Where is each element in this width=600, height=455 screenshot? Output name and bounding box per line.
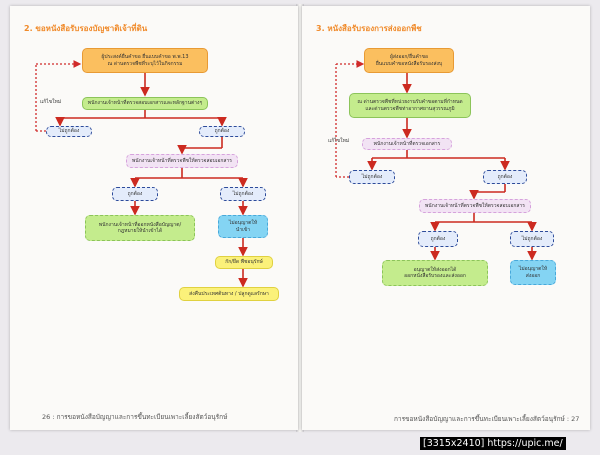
right-incorrect-2-box: ไม่ถูกต้อง [510,231,554,247]
right-reject-line-2: ส่งออก [525,272,541,279]
book-gutter [296,4,304,432]
left-reject-line-2: นำเข้า [235,226,251,233]
right-start-line-2: ยื่นแบบคำขอหนังสือรับรองส่งบุ [375,60,443,67]
right-correct-1-box: ถูกต้อง [483,170,527,184]
right-loop-label: แก้ไขใหม่ [328,138,350,144]
left-seize-box: กัก/ยึด พืชอนุรักษ์ [215,256,273,269]
left-start-box: ผู้ประสงค์ยื่นคำขอ ยื่นแบบคำขอ พ.พ.13 ณ … [82,48,208,73]
left-page: 2. ขอหนังสือรับรองบัญชาติเจ้าที่ดิน [10,6,298,430]
right-section-title: 3. หนังสือรับรองการส่งออกพืช [316,24,422,33]
right-flow-arrows [335,60,537,261]
right-page: 3. หนังสือรับรองการส่งออกพืช [302,6,590,430]
left-correct-1-box: ถูกต้อง [199,126,245,137]
right-issue-line-1: อนุญาตให้ส่งออกได้ [413,266,457,273]
right-correct-2-box: ถูกต้อง [418,231,458,247]
right-submit-line-2: และด่านตรวจพืชท่าอากาศยานสุวรรณภูมิ [365,105,455,112]
left-issue-permit-box: พนักงานเจ้าหน้าที่ออกหนังสือบัญญาต/ กฎหม… [85,215,195,241]
left-issue-line-1: พนักงานเจ้าหน้าที่ออกหนังสือบัญญาต/ [98,221,182,228]
right-incorrect-1-box: ไม่ถูกต้อง [349,170,395,184]
left-reject-line-1: ไม่อนุญาตให้ [228,220,258,227]
left-incorrect-1-box: ไม่ถูกต้อง [46,126,92,137]
left-section-title: 2. ขอหนังสือรับรองบัญชาติเจ้าที่ดิน [24,24,148,33]
left-inspect-box: พนักงานเจ้าหน้าที่ตรวจพืชให้ตรวจสอบเอกสา… [126,154,238,168]
left-check-docs-box: พนักงานเจ้าหน้าที่ตรวจสอบเอกสารและหลักฐา… [82,97,208,110]
right-reject-box: ไม่อนุญาตให้ ส่งออก [510,260,556,285]
right-submit-box: ณ ด่านตรวจพืชที่หน่วยงานรับคำขอตามที่กำห… [349,93,471,118]
right-page-footer: การขอหนังสือบัญญาและการขึ้นทะเบียนเพาะเล… [394,415,580,423]
right-reject-line-1: ไม่อนุญาตให้ [518,266,548,273]
left-start-line-1: ผู้ประสงค์ยื่นคำขอ ยื่นแบบคำขอ พ.พ.13 [101,54,189,61]
left-issue-line-2: กฎหมายให้นำเข้าได้ [117,228,163,234]
right-inspect-box: พนักงานเจ้าหน้าที่ตรวจพืชให้ตรวจสอบเอกสา… [419,199,531,213]
left-loop-label: แก้ไขใหม่ [40,99,62,105]
image-source-watermark: [3315x2410] https://upic.me/ [420,437,566,450]
left-return-box: ส่งคืนประเทศต้นทาง / ปลูกดูแลรักษา [179,287,279,301]
left-correct-2-box: ถูกต้อง [112,187,158,201]
right-issue-cert-box: อนุญาตให้ส่งออกได้ ออกหนังสือรับรองและส่… [382,260,488,286]
left-flow-arrows [35,60,248,288]
left-page-footer: 26 : การขอหนังสือบัญญาและการขึ้นทะเบียนเ… [42,413,228,421]
right-submit-line-1: ณ ด่านตรวจพืชที่หน่วยงานรับคำขอตามที่กำห… [357,99,463,106]
left-reject-box: ไม่อนุญาตให้ นำเข้า [218,215,268,238]
right-start-box: ผู้ส่งออก/ยื่นคำขอ ยื่นแบบคำขอหนังสือรับ… [364,48,454,73]
right-issue-line-2: ออกหนังสือรับรองและส่งออก [404,273,466,279]
right-check-docs-box: พนักงานเจ้าหน้าที่ตรวจเอกสาร [362,138,452,150]
right-start-line-1: ผู้ส่งออก/ยื่นคำขอ [389,54,429,61]
left-start-line-2: ณ ด่านตรวจพืชที่ระบุไว้ในกิจกรรม [107,60,183,67]
left-incorrect-2-box: ไม่ถูกต้อง [220,187,266,201]
